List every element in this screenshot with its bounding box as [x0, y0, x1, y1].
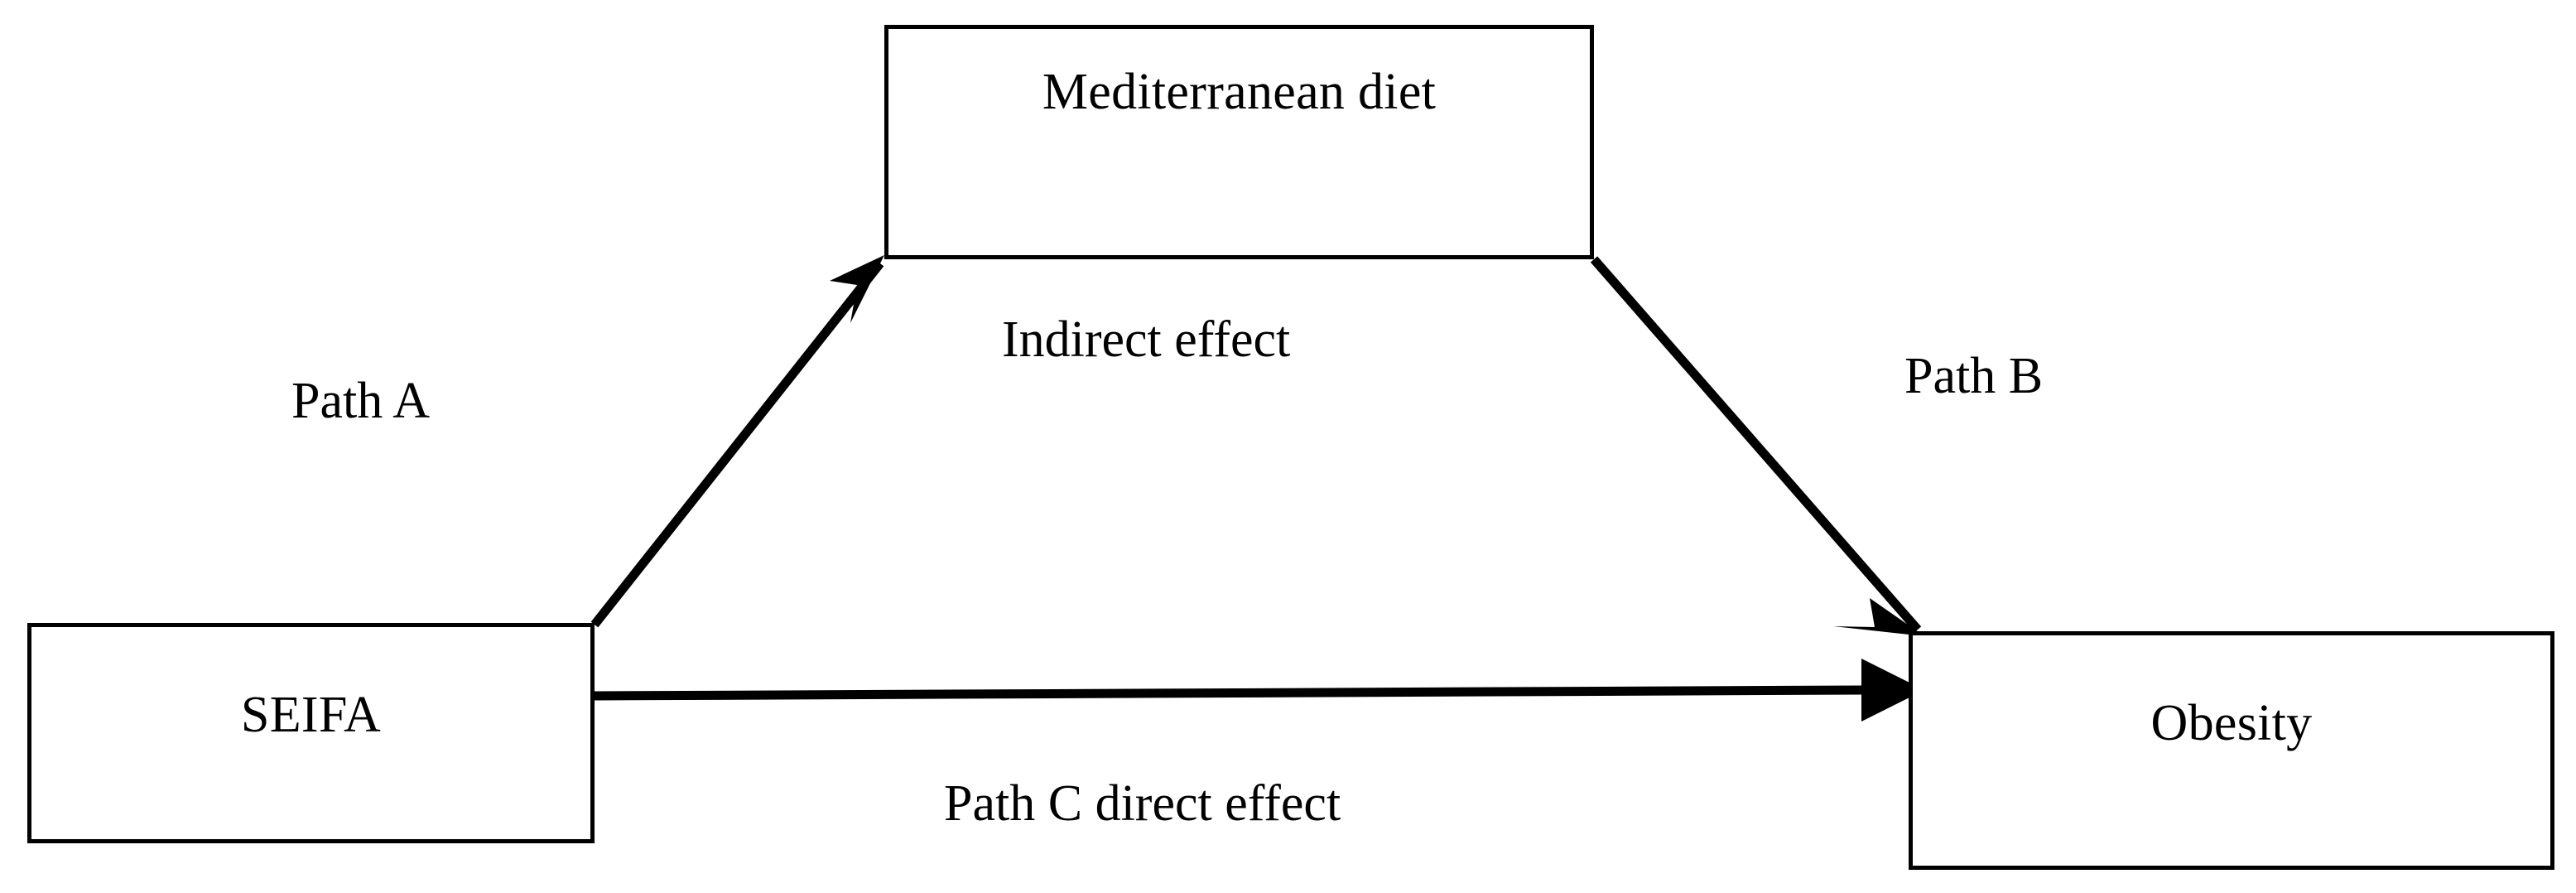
path-c-line: [594, 685, 1864, 701]
path-b-connector: [1590, 256, 1924, 636]
path-b-arrowhead: [1833, 598, 1924, 636]
node-label-predictor: SEIFA: [240, 687, 382, 743]
node-label-mediator: Mediterranean diet: [1042, 64, 1437, 120]
path-c-connector: [594, 659, 1924, 722]
path-b-line: [1590, 256, 1922, 633]
path-c-arrowhead: [1861, 659, 1924, 722]
path-a-line: [590, 260, 884, 628]
annotation-label-indirect-effect: Indirect effect: [1002, 311, 1291, 368]
path-a-arrowhead: [830, 255, 884, 323]
node-box-mediator: Mediterranean diet: [884, 25, 1594, 259]
edge-label-path-b: Path B: [1904, 348, 2044, 404]
edge-label-path-a: Path A: [291, 373, 431, 429]
node-box-outcome: Obesity: [1909, 631, 2554, 870]
edge-label-path-c-direct-effect: Path C direct effect: [944, 775, 1341, 832]
node-label-outcome: Obesity: [2150, 695, 2313, 751]
node-box-predictor: SEIFA: [27, 623, 595, 843]
path-a-connector: [590, 255, 884, 628]
